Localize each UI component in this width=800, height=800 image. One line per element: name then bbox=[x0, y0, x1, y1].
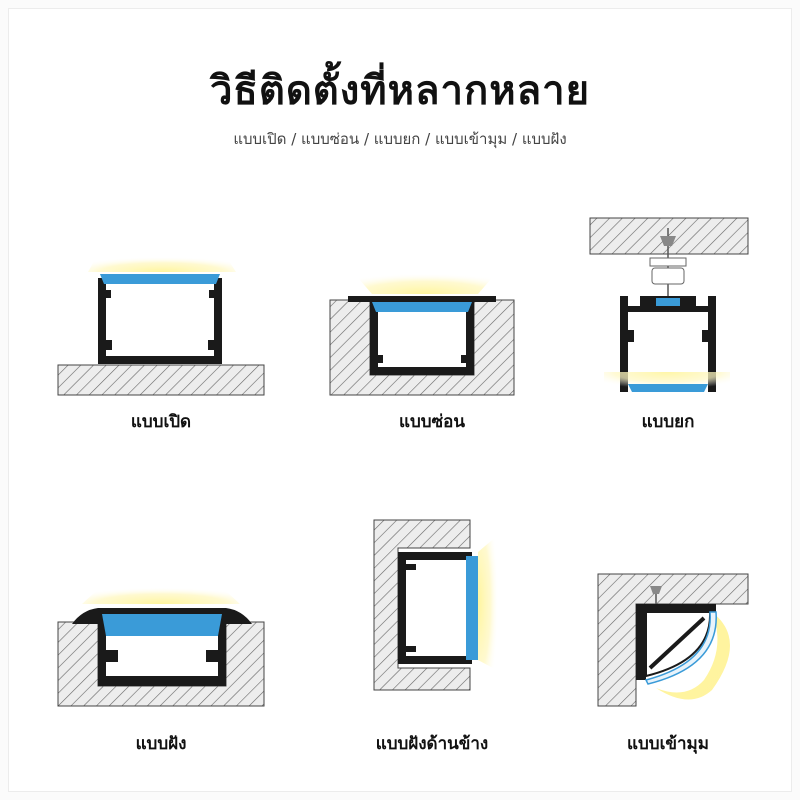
diffuser bbox=[628, 384, 708, 392]
page-title: วิธีติดตั้งที่หลากหลาย bbox=[209, 68, 591, 114]
light-glow bbox=[82, 580, 240, 604]
label-recessed: แบบซ่อน bbox=[399, 412, 465, 432]
label-corner: แบบเข้ามุม bbox=[627, 734, 709, 754]
diagram-surface-mount bbox=[57, 250, 265, 396]
diagram-recessed bbox=[329, 264, 515, 396]
light-glow bbox=[88, 250, 236, 272]
label-suspended: แบบยก bbox=[641, 412, 695, 432]
diffuser bbox=[466, 556, 478, 660]
light-glow bbox=[478, 530, 504, 674]
label-embedded: แบบฝัง bbox=[135, 734, 187, 754]
diagram-corner bbox=[597, 573, 749, 707]
diffuser bbox=[372, 302, 472, 312]
label-surface-mount: แบบเปิด bbox=[130, 412, 192, 432]
light-glow bbox=[656, 612, 730, 700]
diagram-side-embedded bbox=[373, 519, 504, 691]
label-side-embedded: แบบฝังด้านข้าง bbox=[375, 734, 489, 754]
diagram-embedded bbox=[57, 580, 265, 707]
diffuser bbox=[102, 614, 222, 636]
diffuser bbox=[644, 611, 717, 685]
page-subtitle: แบบเปิด / แบบซ่อน / แบบยก / แบบเข้ามุม /… bbox=[233, 130, 567, 148]
diffuser bbox=[100, 274, 220, 284]
light-glow bbox=[346, 264, 504, 294]
diagram-suspended bbox=[589, 217, 749, 396]
